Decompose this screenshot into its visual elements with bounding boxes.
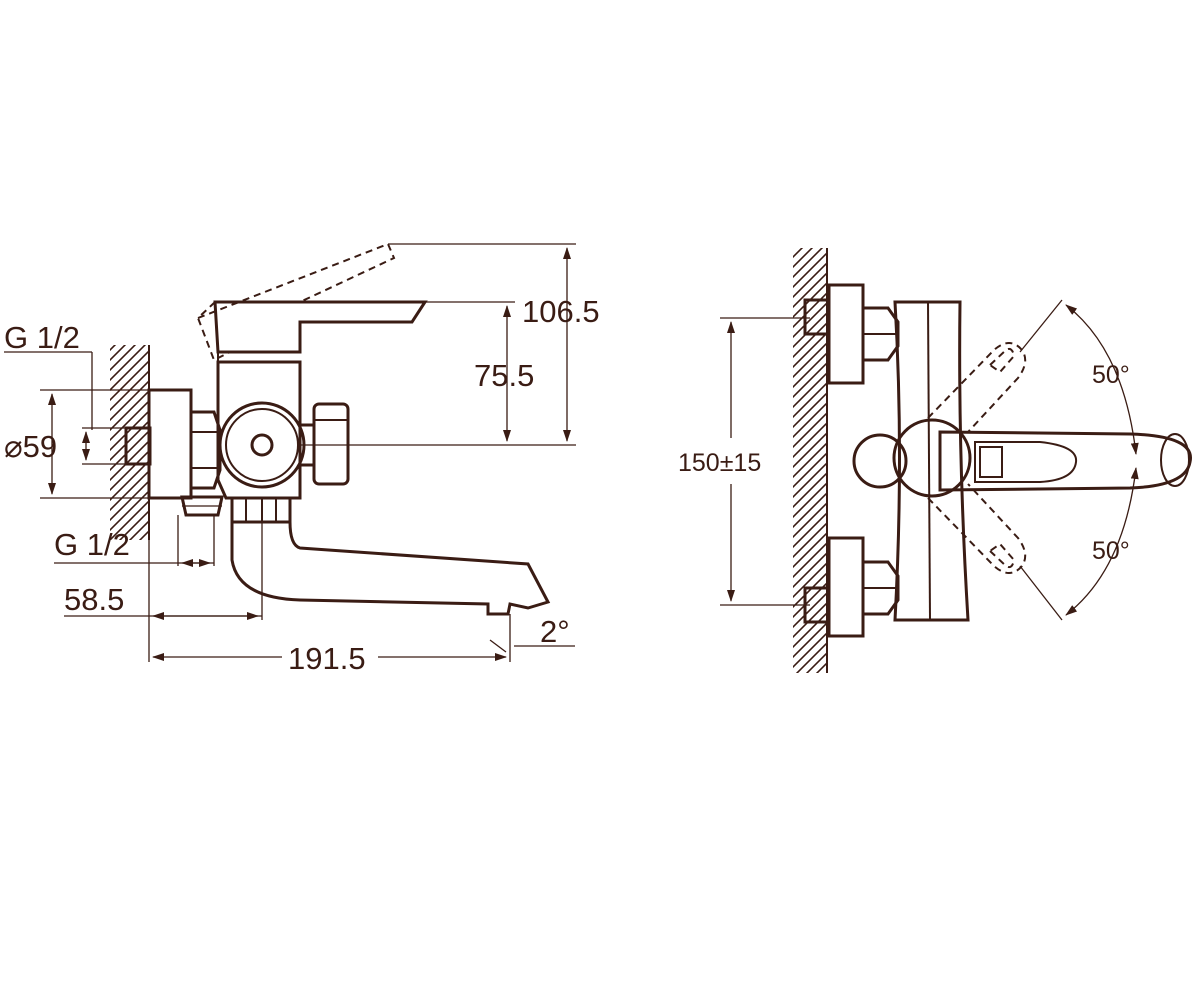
label-swing-down: 50° [1092, 537, 1130, 565]
front-handle-swing-up-dashed [927, 342, 1027, 433]
side-view: 106.5 75.5 G 1/2 ⌀59 G [4, 242, 600, 676]
dim-swing-up [1019, 299, 1139, 455]
label-spout-angle: 2° [540, 614, 570, 649]
label-center-distance: 150±15 [678, 449, 761, 477]
label-diameter: ⌀59 [4, 429, 57, 464]
front-handle-swing-down-dashed [927, 483, 1027, 574]
label-swing-up: 50° [1092, 361, 1130, 389]
dim-depth [64, 522, 263, 662]
dim-total-height [300, 243, 576, 446]
dim-diameter [40, 389, 149, 499]
dim-spout-angle [489, 639, 575, 653]
side-diverter [180, 495, 224, 517]
dim-inlet-thread [4, 351, 93, 430]
front-view: 50° 50° 150±15 [678, 248, 1192, 673]
side-handle-raised-dashed [196, 242, 396, 362]
dim-outlet-thread [54, 515, 215, 567]
side-body [216, 360, 350, 500]
label-total-height: 106.5 [522, 294, 600, 329]
dim-spout-length [152, 614, 511, 662]
side-handle [213, 300, 428, 362]
front-handle-arm [938, 430, 1192, 492]
front-handle-hub [892, 418, 972, 498]
side-union-nut [189, 410, 222, 490]
side-spout [230, 496, 551, 616]
label-inlet-thread: G 1/2 [4, 320, 80, 355]
front-wall [793, 248, 828, 673]
label-outlet-thread: G 1/2 [54, 527, 130, 562]
dim-swing-down [1019, 467, 1139, 621]
dim-center-distance [720, 317, 810, 606]
dim-body-height [425, 301, 515, 442]
label-depth: 58.5 [64, 582, 124, 617]
label-body-height: 75.5 [474, 358, 534, 393]
front-body [893, 300, 970, 622]
side-wall [110, 345, 150, 540]
front-handle-nub [852, 433, 908, 489]
label-spout-length: 191.5 [288, 641, 366, 676]
